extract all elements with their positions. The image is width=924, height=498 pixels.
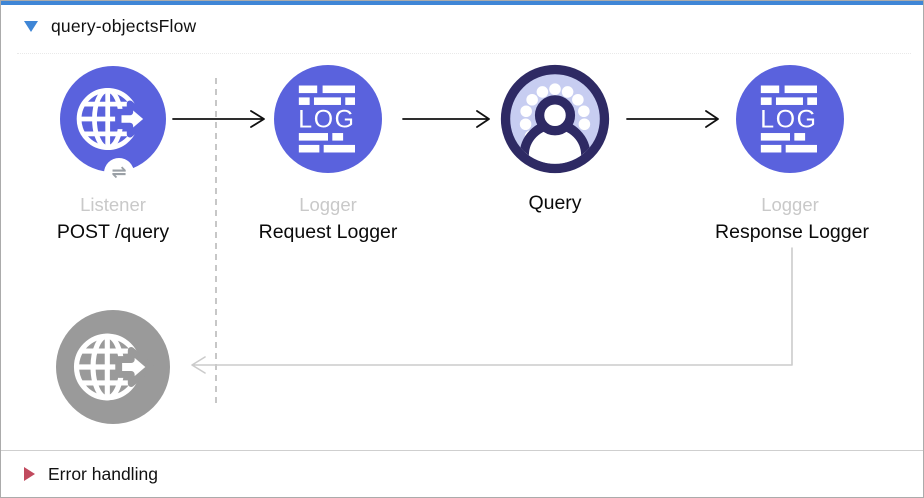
logger-icon-log-text: LOG — [298, 107, 355, 134]
http-listener-globe-icon-disabled — [73, 333, 155, 401]
response-return-connector — [191, 247, 793, 374]
node-name-listener: POST /query — [56, 221, 170, 243]
logger-icon: LOG — [298, 85, 355, 153]
connector-arrow-listener-to-request-logger — [172, 110, 265, 128]
error-handling-label: Error handling — [48, 463, 158, 484]
logger-icon: LOG — [760, 85, 817, 153]
node-name-request-logger: Request Logger — [258, 221, 398, 243]
expand-error-handling-icon[interactable] — [24, 467, 35, 481]
node-name-query: Query — [528, 192, 582, 214]
redelivery-badge: ⇌ — [104, 158, 134, 188]
node-listener-response[interactable] — [56, 310, 170, 424]
error-handling-section[interactable]: Error handling — [1, 450, 923, 497]
node-query[interactable] — [499, 63, 611, 180]
node-listener[interactable]: ⇌ — [60, 66, 166, 188]
flow-selection-highlight — [1, 1, 923, 5]
http-listener-globe-icon — [76, 87, 152, 151]
collapse-flow-icon[interactable] — [24, 20, 38, 32]
node-type-label-response-logger: Logger — [761, 194, 819, 215]
logger-icon-log-text: LOG — [760, 107, 817, 134]
flow-header: query-objectsFlow — [1, 5, 923, 47]
connector-arrow-query-to-response-logger — [626, 110, 719, 128]
redelivery-badge-glyph: ⇌ — [111, 162, 127, 182]
flow-title: query-objectsFlow — [51, 15, 197, 36]
salesforce-query-icon — [500, 64, 610, 174]
node-name-response-logger: Response Logger — [715, 221, 869, 243]
flow-lane-separator — [17, 53, 911, 54]
node-type-label-listener: Listener — [80, 194, 146, 215]
node-type-label-request-logger: Logger — [299, 194, 357, 215]
node-request-logger[interactable]: LOG — [274, 65, 382, 173]
node-response-logger[interactable]: LOG — [736, 65, 844, 173]
connector-arrow-request-logger-to-query — [402, 110, 490, 128]
